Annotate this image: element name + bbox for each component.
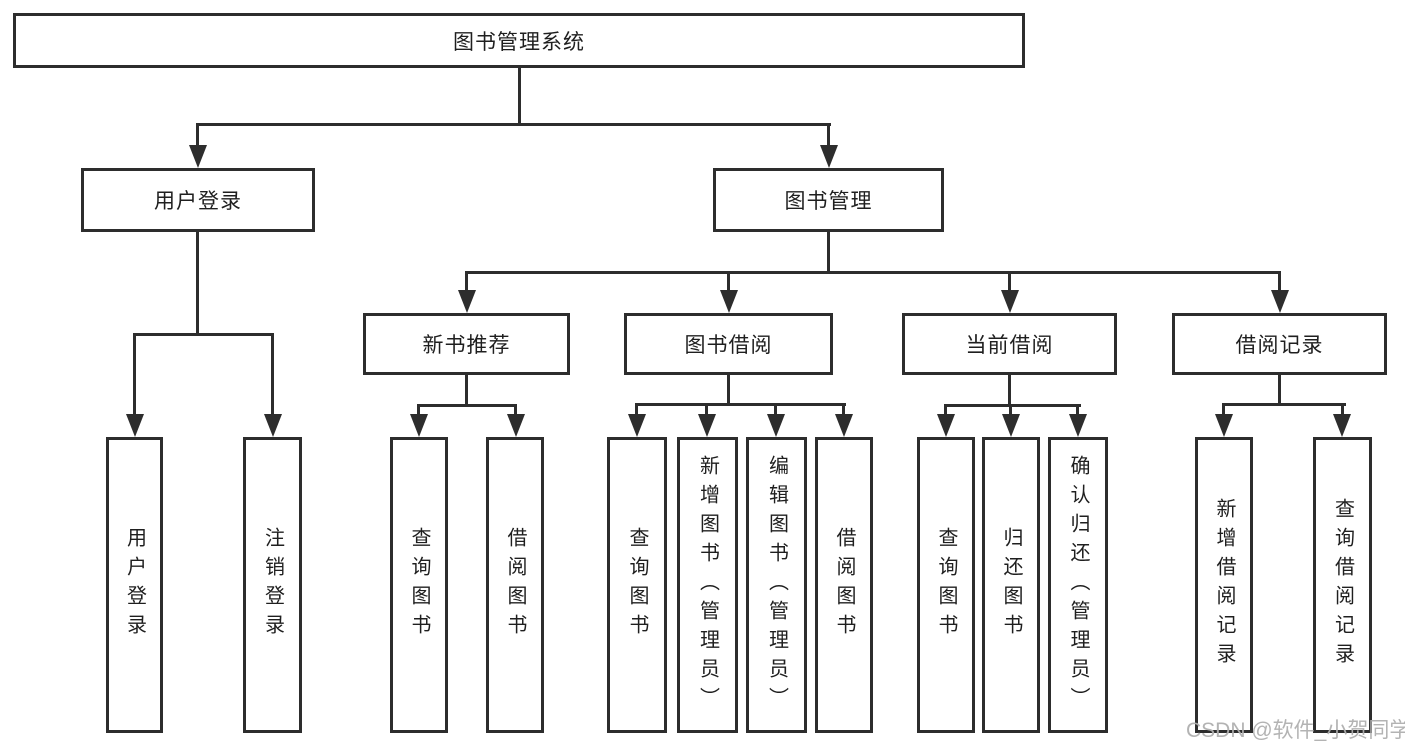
- arrowhead-to-bb-edit-books: [767, 414, 785, 437]
- connector-ul-logout-stem: [271, 333, 274, 416]
- arrowhead-to-ul-user-login: [126, 414, 144, 437]
- connector-bb-borrow-stem: [842, 403, 845, 416]
- connector-root-vline: [518, 68, 521, 126]
- connector-nb-borrow-stem: [514, 404, 517, 416]
- arrowhead-to-ul-logout: [264, 414, 282, 437]
- arrowhead-to-bb-borrow-books: [835, 414, 853, 437]
- connector-borrowrecords-hline: [1222, 403, 1346, 406]
- node-nb-query-books: 查询图书: [390, 437, 448, 733]
- arrowhead-to-user-login: [189, 145, 207, 168]
- node-cb-return-books: 归还图书: [982, 437, 1040, 733]
- arrowhead-to-cb-return-books: [1002, 414, 1020, 437]
- connector-newbook-vline: [465, 375, 468, 407]
- connector-bookborrow-stem: [727, 271, 730, 293]
- connector-bookmgmt-vline: [827, 232, 830, 274]
- arrowhead-to-bb-add-books: [698, 414, 716, 437]
- node-bb-borrow-books: 借阅图书: [815, 437, 873, 733]
- connector-br-add-stem: [1222, 403, 1225, 416]
- connector-userlogin-hline: [133, 333, 274, 336]
- connector-currentborrow-stem: [1008, 271, 1011, 293]
- node-br-add-record: 新增借阅记录: [1195, 437, 1253, 733]
- connector-ul-login-stem: [133, 333, 136, 416]
- node-bb-edit-books: 编辑图书（管理员）: [746, 437, 807, 733]
- node-borrowing-records: 借阅记录: [1172, 313, 1387, 375]
- node-cb-confirm-return: 确认归还（管理员）: [1048, 437, 1108, 733]
- connector-bookmgmt-hline: [465, 271, 1281, 274]
- connector-bookmgmt-stem: [827, 123, 830, 147]
- arrowhead-to-bb-query-books: [628, 414, 646, 437]
- node-current-borrowing: 当前借阅: [902, 313, 1117, 375]
- connector-userlogin-stem: [196, 123, 199, 147]
- connector-nb-query-stem: [417, 404, 420, 416]
- connector-newbook-stem: [465, 271, 468, 293]
- node-new-book-recommend: 新书推荐: [363, 313, 570, 375]
- connector-currentborrow-vline: [1008, 375, 1011, 407]
- node-book-borrowing: 图书借阅: [624, 313, 833, 375]
- arrowhead-to-new-book-recommend: [458, 290, 476, 313]
- connector-cb-confirm-stem: [1076, 404, 1079, 416]
- arrowhead-to-br-query-record: [1333, 414, 1351, 437]
- node-ul-user-login: 用户登录: [106, 437, 163, 733]
- arrowhead-to-cb-query-books: [937, 414, 955, 437]
- node-cb-query-books: 查询图书: [917, 437, 975, 733]
- arrowhead-to-nb-borrow-books: [507, 414, 525, 437]
- connector-root-hline: [196, 123, 831, 126]
- connector-bb-add-stem: [705, 403, 708, 416]
- connector-userlogin-vline: [196, 232, 199, 336]
- connector-bb-edit-stem: [774, 403, 777, 416]
- connector-br-query-stem: [1341, 403, 1344, 416]
- connector-newbook-hline: [417, 404, 517, 407]
- node-ul-logout: 注销登录: [243, 437, 302, 733]
- node-root: 图书管理系统: [13, 13, 1025, 68]
- arrowhead-to-nb-query-books: [410, 414, 428, 437]
- connector-cb-query-stem: [944, 404, 947, 416]
- node-nb-borrow-books: 借阅图书: [486, 437, 544, 733]
- connector-borrowrecords-vline: [1278, 375, 1281, 406]
- arrowhead-to-borrowing-records: [1271, 290, 1289, 313]
- connector-currentborrow-hline: [944, 404, 1081, 407]
- connector-cb-return-stem: [1009, 404, 1012, 416]
- connector-borrowrecords-stem: [1278, 271, 1281, 293]
- csdn-watermark: CSDN @软件_小贺同学: [1186, 719, 1405, 742]
- connector-bb-query-stem: [635, 403, 638, 416]
- node-book-management: 图书管理: [713, 168, 944, 232]
- arrowhead-to-cb-confirm-return: [1069, 414, 1087, 437]
- connector-bookborrow-vline: [727, 375, 730, 406]
- arrowhead-to-br-add-record: [1215, 414, 1233, 437]
- arrowhead-to-book-management: [820, 145, 838, 168]
- node-user-login: 用户登录: [81, 168, 315, 232]
- arrowhead-to-book-borrowing: [720, 290, 738, 313]
- connector-bookborrow-hline: [635, 403, 846, 406]
- node-bb-add-books: 新增图书（管理员）: [677, 437, 738, 733]
- node-br-query-record: 查询借阅记录: [1313, 437, 1372, 733]
- arrowhead-to-current-borrowing: [1001, 290, 1019, 313]
- node-bb-query-books: 查询图书: [607, 437, 667, 733]
